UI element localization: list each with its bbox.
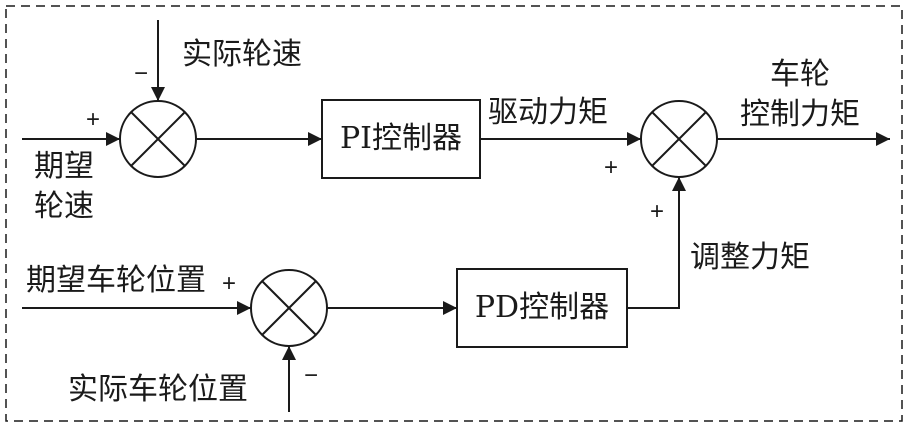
label-adjust-torque: 调整力矩 bbox=[690, 240, 810, 275]
pi-controller-label: PI控制器 bbox=[339, 121, 463, 156]
label-drive-torque: 驱动力矩 bbox=[488, 95, 608, 130]
summing-junction-position bbox=[250, 269, 328, 347]
label-desired-wheel-speed-1: 期望 bbox=[34, 149, 94, 184]
sign-sum2-left: + bbox=[222, 270, 237, 297]
arrow-pd-to-sum3 bbox=[627, 177, 686, 309]
label-desired-wheel-speed-2: 轮速 bbox=[34, 189, 94, 224]
sign-sum3-left: + bbox=[604, 154, 619, 181]
label-wheel-control-torque-2: 控制力矩 bbox=[740, 97, 860, 132]
label-wheel-control-torque-1: 车轮 bbox=[770, 57, 830, 92]
label-desired-wheel-position: 期望车轮位置 bbox=[26, 263, 206, 298]
summing-junction-output bbox=[640, 100, 718, 178]
sign-sum1-left: + bbox=[86, 106, 101, 133]
pd-controller-label: PD控制器 bbox=[474, 290, 610, 325]
label-actual-wheel-position: 实际车轮位置 bbox=[68, 372, 248, 407]
label-actual-wheel-speed: 实际轮速 bbox=[182, 37, 302, 72]
summing-junction-speed bbox=[119, 100, 197, 178]
sign-sum3-bottom: + bbox=[650, 198, 665, 225]
dashed-frame bbox=[5, 5, 903, 422]
sign-sum1-top: − bbox=[134, 60, 149, 87]
sign-sum2-bottom: − bbox=[304, 362, 319, 389]
